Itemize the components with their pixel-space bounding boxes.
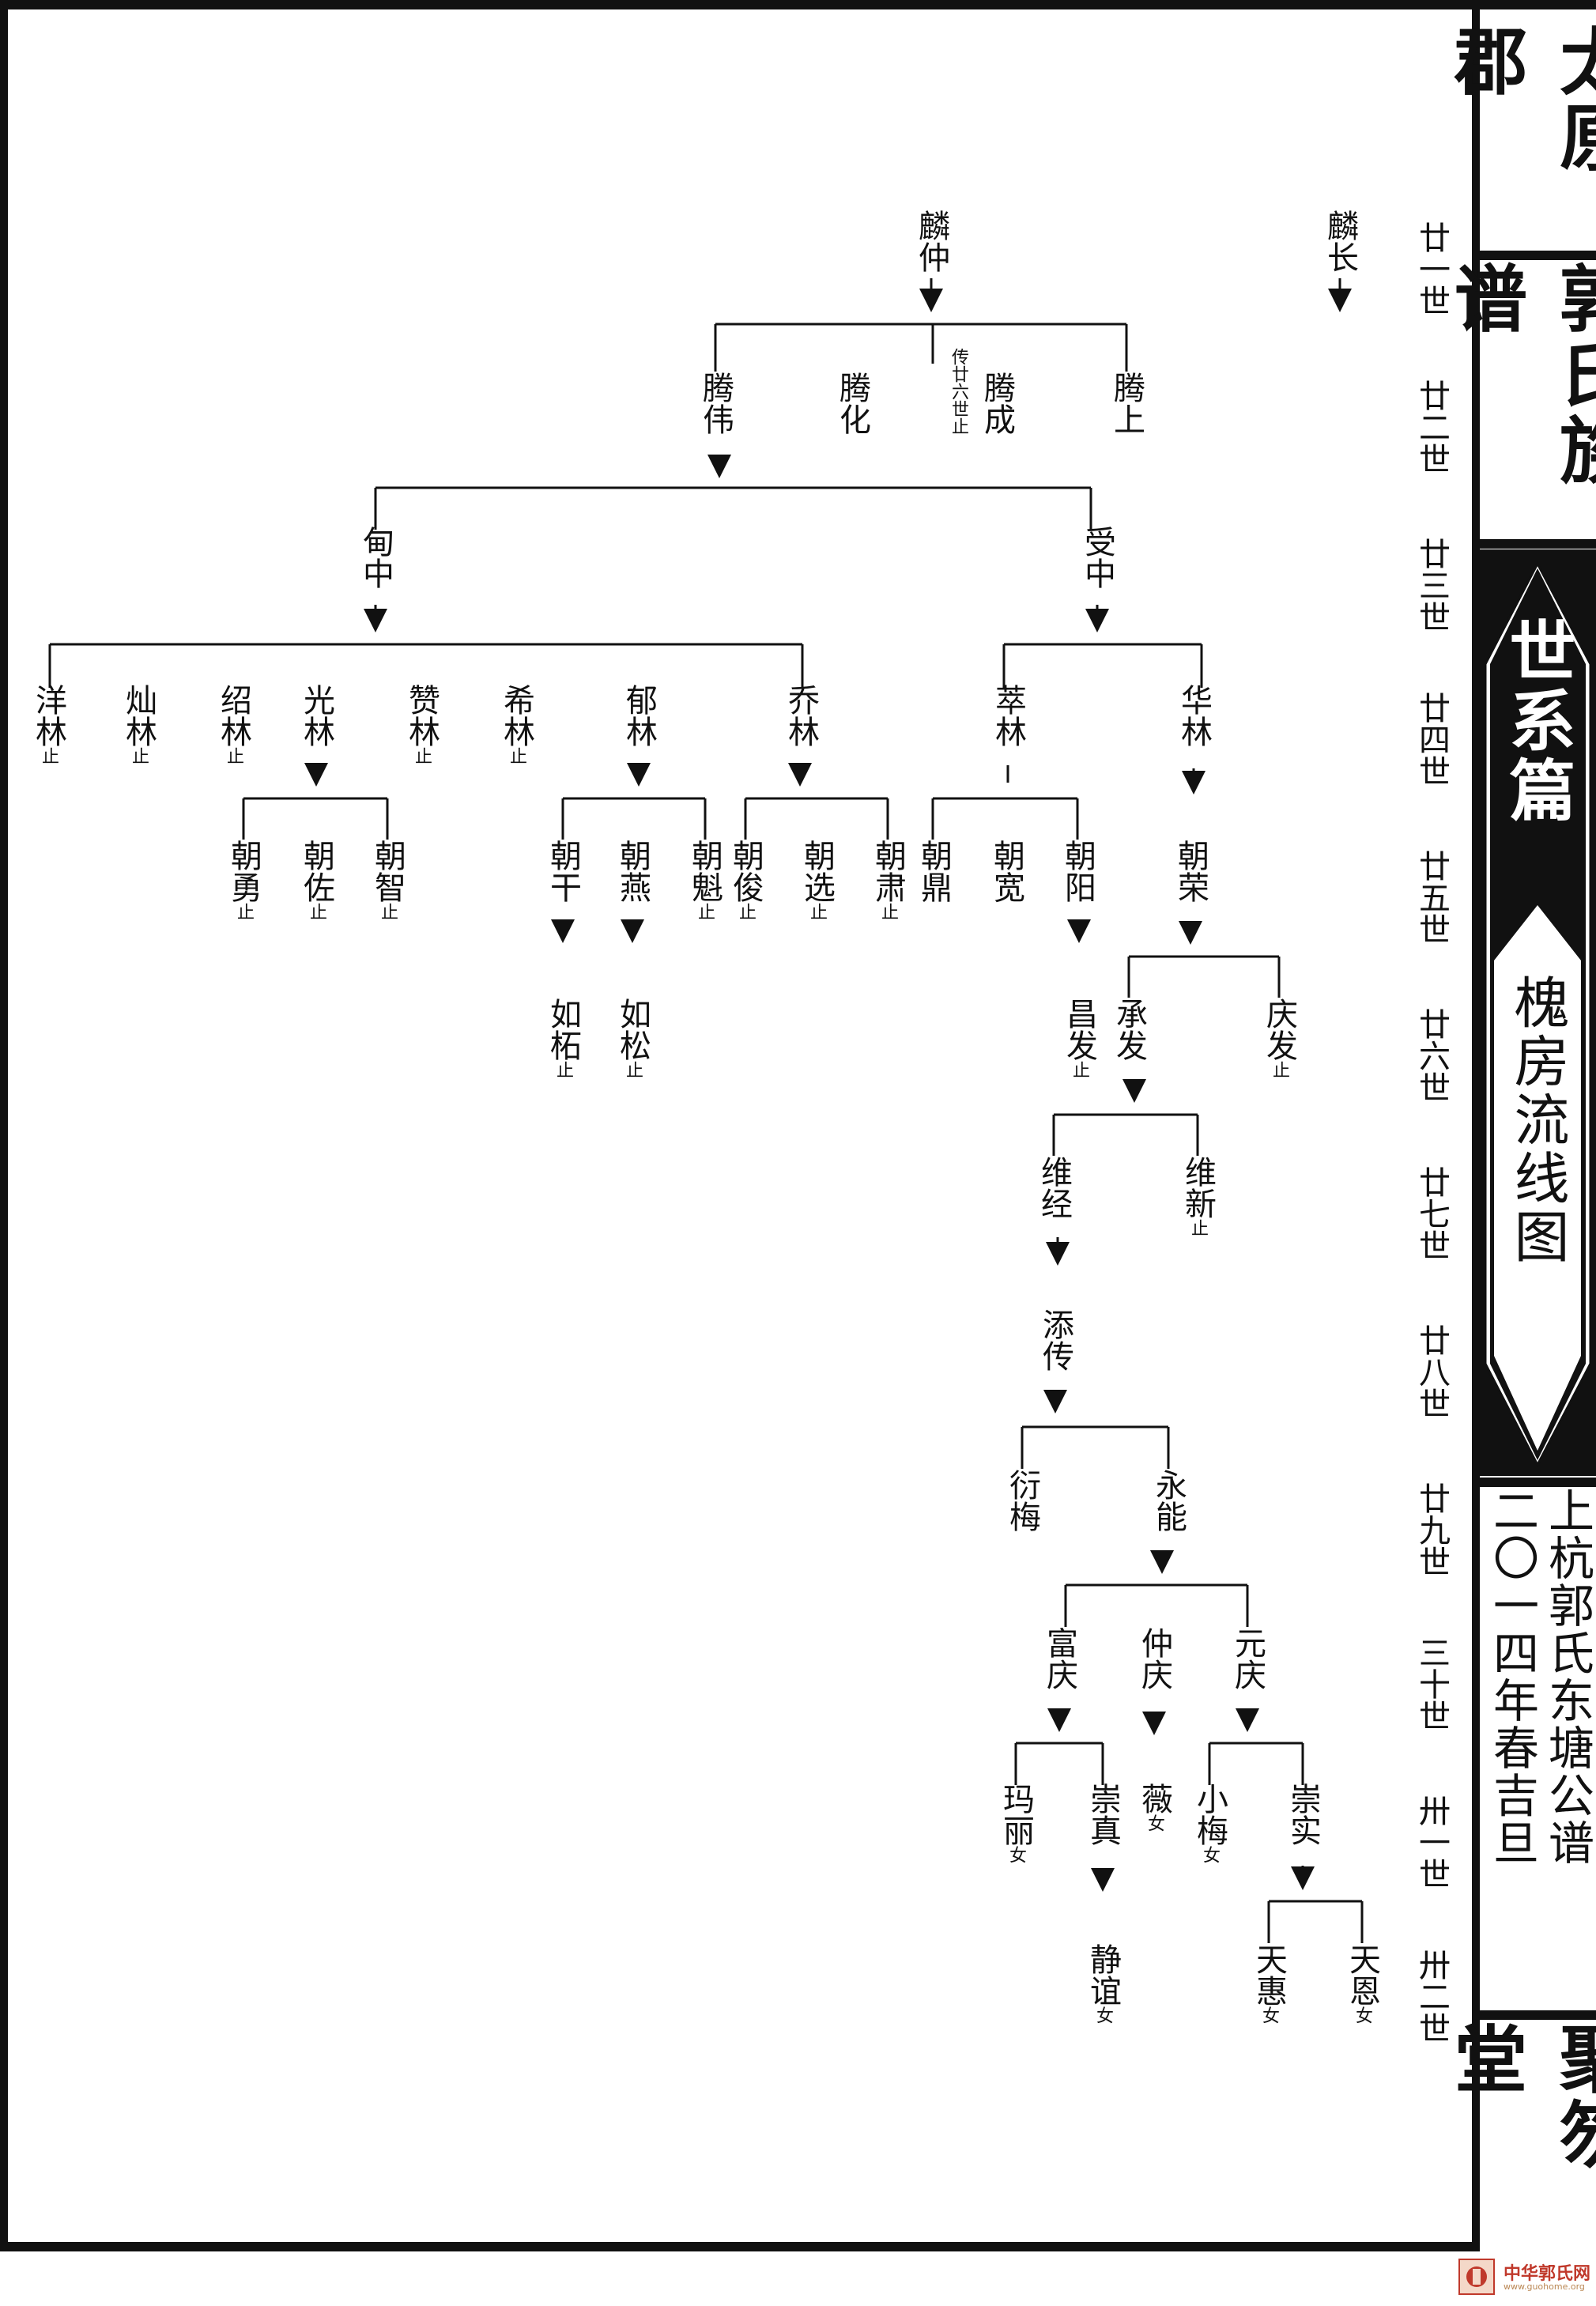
title-column: 太原郡 郭氏族谱 世系篇 槐房流线图 上杭郭氏东塘公谱 二〇一四年春吉旦 聚笏堂 bbox=[1442, 9, 1596, 2251]
person-node: 维新止 bbox=[1179, 1156, 1216, 1236]
person-node: 灿林止 bbox=[120, 684, 157, 764]
person-node: 衍梅 bbox=[1004, 1469, 1040, 1532]
publisher-line: 上杭郭氏东塘公谱 bbox=[1541, 1487, 1594, 1866]
watermark-logo-icon bbox=[1458, 2259, 1495, 2295]
person-node: 朝魁止 bbox=[686, 840, 723, 920]
person-node: 朝鼎 bbox=[915, 840, 952, 903]
site-watermark: 中华郭氏网 www.guohome.org bbox=[1456, 2256, 1590, 2302]
chapter-band bbox=[1480, 549, 1596, 1476]
person-node: 朝荣 bbox=[1172, 840, 1209, 903]
title-divider bbox=[1480, 1478, 1596, 1487]
person-node: 甸中 bbox=[357, 526, 394, 589]
person-node: 腾成 bbox=[979, 372, 1015, 435]
generation-label: 卅二世 bbox=[1413, 1949, 1450, 2044]
person-node: 朝佐止 bbox=[298, 840, 334, 920]
generation-label: 廿五世 bbox=[1413, 850, 1450, 945]
person-node: 乔林 bbox=[783, 684, 819, 747]
person-node: 朝阳 bbox=[1059, 840, 1096, 903]
person-node: 永能 bbox=[1150, 1469, 1187, 1532]
generation-label: 廿六世 bbox=[1413, 1008, 1450, 1103]
person-node: 承发 bbox=[1111, 998, 1147, 1061]
person-node: 朝俊止 bbox=[727, 840, 764, 920]
person-node: 希林止 bbox=[498, 684, 534, 764]
person-node: 麟仲 bbox=[913, 209, 949, 273]
person-node: 朝选止 bbox=[798, 840, 835, 920]
generation-label: 廿一世 bbox=[1413, 221, 1450, 316]
person-note: 传廿六世止 bbox=[949, 348, 968, 435]
generation-label: 卅一世 bbox=[1413, 1795, 1450, 1889]
person-node: 萃林 bbox=[990, 684, 1026, 747]
person-node: 薇女 bbox=[1136, 1783, 1172, 1832]
person-node: 如松止 bbox=[614, 998, 651, 1078]
generation-label: 廿三世 bbox=[1413, 538, 1450, 632]
generation-label: 廿七世 bbox=[1413, 1166, 1450, 1261]
generation-label: 廿四世 bbox=[1413, 692, 1450, 787]
person-node: 腾化 bbox=[834, 372, 870, 435]
person-node: 朝智止 bbox=[369, 840, 406, 920]
person-node: 玛丽女 bbox=[998, 1783, 1034, 1863]
person-node: 如柘止 bbox=[545, 998, 581, 1078]
publisher-box: 上杭郭氏东塘公谱 二〇一四年春吉旦 bbox=[1480, 1487, 1596, 2009]
person-node: 朝勇止 bbox=[225, 840, 262, 920]
person-node: 腾伟 bbox=[697, 372, 734, 435]
section-title: 槐房流线图 bbox=[1505, 974, 1570, 1266]
generation-label: 廿二世 bbox=[1413, 379, 1450, 474]
generation-label: 三十世 bbox=[1413, 1636, 1450, 1731]
person-node: 华林 bbox=[1175, 684, 1212, 747]
person-node: 光林 bbox=[298, 684, 334, 747]
person-node: 受中 bbox=[1079, 526, 1115, 589]
frame-column-divider bbox=[1472, 0, 1480, 2251]
person-node: 腾上 bbox=[1108, 372, 1145, 435]
title-divider bbox=[1480, 251, 1596, 260]
title-divider bbox=[1480, 2010, 1596, 2020]
person-node: 仲庆 bbox=[1136, 1627, 1172, 1690]
person-node: 朝肃止 bbox=[870, 840, 906, 920]
person-node: 朝燕 bbox=[614, 840, 651, 903]
person-node: 天恩女 bbox=[1344, 1943, 1380, 2024]
person-node: 郁林 bbox=[621, 684, 657, 747]
title-divider bbox=[1480, 539, 1596, 549]
frame-top-border bbox=[0, 0, 1596, 9]
person-node: 麟长 bbox=[1322, 209, 1358, 273]
chapter-title: 世系篇 bbox=[1499, 617, 1576, 825]
person-node: 朝宽 bbox=[988, 840, 1024, 903]
person-node: 维经 bbox=[1036, 1156, 1072, 1219]
clan-name: 太原郡 bbox=[1442, 24, 1596, 175]
person-node: 添传 bbox=[1037, 1308, 1073, 1372]
person-node: 天惠女 bbox=[1251, 1943, 1287, 2024]
generation-label: 廿九世 bbox=[1413, 1482, 1450, 1577]
person-node: 崇实 bbox=[1285, 1783, 1321, 1846]
person-node: 静谊女 bbox=[1085, 1943, 1121, 2024]
publish-date: 二〇一四年春吉旦 bbox=[1485, 1487, 1539, 1866]
person-node: 绍林止 bbox=[215, 684, 251, 764]
frame-bottom-border bbox=[0, 2242, 1480, 2251]
person-node: 富庆 bbox=[1041, 1627, 1077, 1690]
person-node: 昌发止 bbox=[1061, 998, 1097, 1078]
generation-label: 廿八世 bbox=[1413, 1324, 1450, 1419]
person-node: 崇真 bbox=[1085, 1783, 1121, 1846]
person-node: 赞林止 bbox=[403, 684, 440, 764]
person-node: 洋林止 bbox=[30, 684, 66, 764]
frame-left-border bbox=[0, 0, 8, 2251]
diamond-ornament bbox=[1484, 560, 1592, 1468]
watermark-url: www.guohome.org bbox=[1504, 2281, 1585, 2292]
person-node: 庆发止 bbox=[1261, 998, 1297, 1078]
person-node: 朝干 bbox=[545, 840, 581, 903]
person-node: 元庆 bbox=[1229, 1627, 1266, 1690]
person-node: 小梅女 bbox=[1191, 1783, 1228, 1863]
watermark-site-name: 中华郭氏网 bbox=[1504, 2264, 1591, 2284]
